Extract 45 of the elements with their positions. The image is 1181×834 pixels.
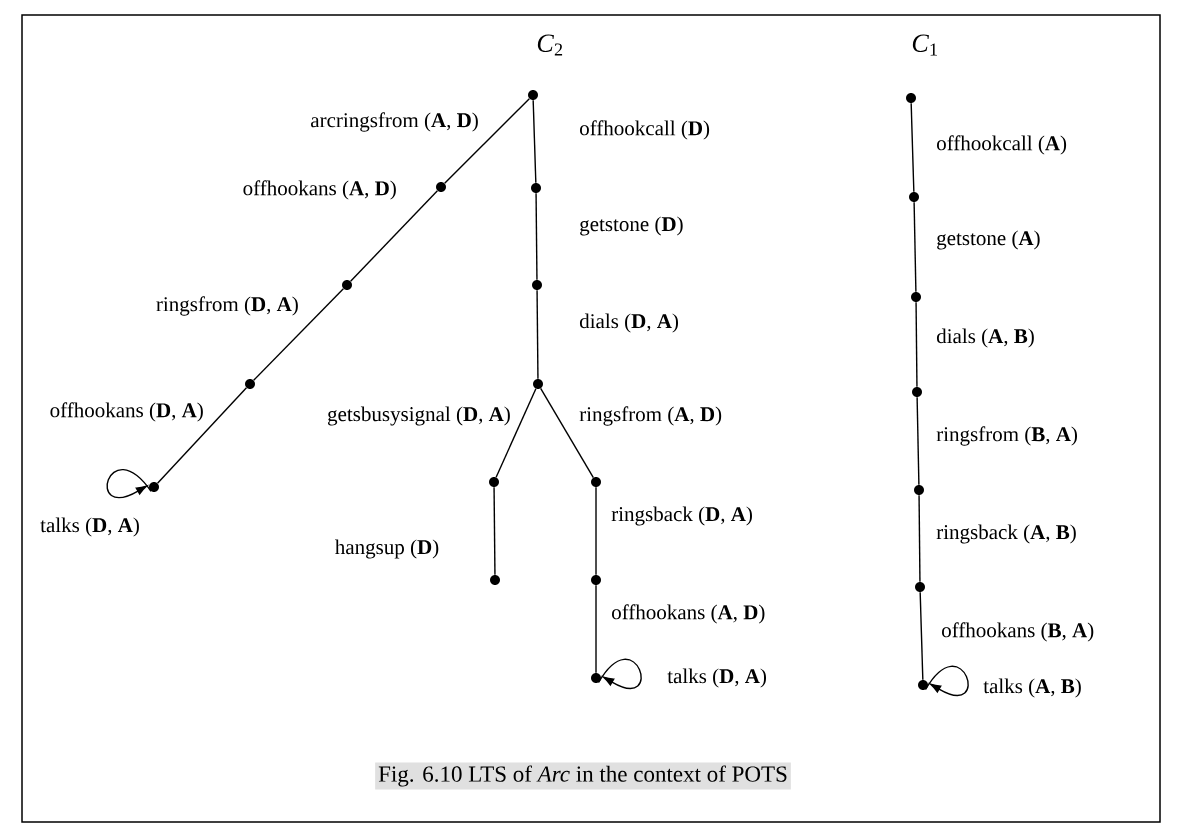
loop-arrow (106, 468, 152, 499)
edge-label: talks (D, A) (40, 517, 139, 537)
transition-line (916, 396, 920, 486)
edge-label: offhookans (B, A) (942, 622, 1094, 642)
edge-label: offhookcall (A) (937, 135, 1067, 155)
transition-line (252, 288, 345, 381)
edge-label: talks (D, A) (667, 668, 766, 688)
loop-arrow (924, 665, 969, 696)
edge-label: getstone (A) (937, 230, 1040, 250)
edge-label: offhookcall (D) (580, 120, 710, 140)
transition-line (595, 486, 597, 576)
transition-line (349, 190, 439, 282)
transition-line (495, 388, 537, 478)
transition-line (536, 289, 539, 380)
transition-line (539, 387, 595, 479)
edge-label: offhookans (A, D) (612, 604, 765, 624)
transition-line (156, 387, 248, 484)
transition-line (535, 192, 538, 281)
node-label: C$_{2}$ (537, 34, 563, 56)
edge-label: ringsback (A, B) (936, 524, 1076, 544)
transition-line (910, 102, 915, 193)
caption: Fig. 6.10 LTS of Arc in the context of POTS (375, 762, 791, 790)
transition-line (919, 591, 924, 681)
transition-line (913, 201, 917, 293)
transition-line (915, 301, 918, 388)
edge-label: ringsfrom (B, A) (936, 426, 1077, 446)
loop-arrow (597, 658, 642, 689)
edge-label: hangsup (D) (335, 539, 439, 559)
node-label: C$_{1}$ (912, 34, 937, 56)
edge-label: ringsfrom (D, A) (156, 296, 298, 316)
transition-line (532, 99, 537, 184)
edge-label: offhookans (A, D) (243, 180, 396, 200)
edge-label: arcringsfrom (A, D) (311, 112, 478, 132)
edge-label: getstone (D) (580, 216, 683, 236)
edge-label: dials (D, A) (579, 313, 678, 333)
edge-label: getsbusysignal (D, A) (328, 406, 510, 426)
edge-label: talks (A, B) (983, 678, 1081, 698)
transition-line (918, 494, 921, 583)
edge-label: ringsback (D, A) (611, 506, 752, 526)
edge-label: offhookans (D, A) (50, 402, 203, 422)
transition-line (444, 97, 531, 184)
transition-line (595, 584, 597, 674)
transition-line (493, 486, 496, 576)
edge-label: ringsfrom (A, D) (579, 406, 722, 426)
edge-label: dials (A, B) (936, 328, 1034, 348)
